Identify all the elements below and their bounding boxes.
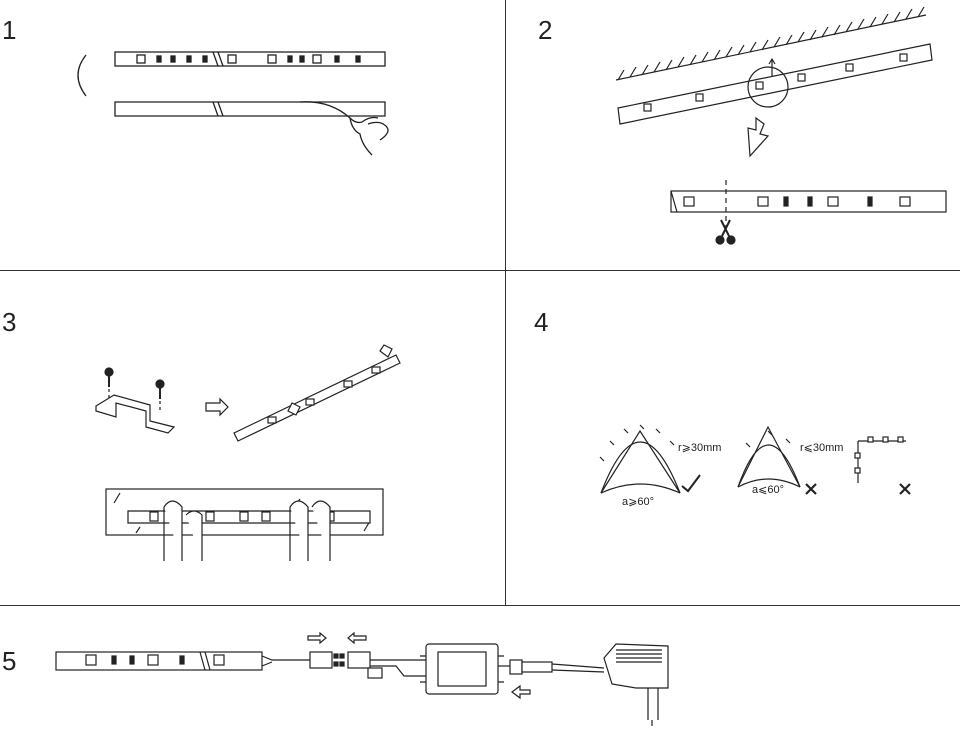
divider-vertical bbox=[505, 0, 506, 605]
divider-row-1 bbox=[0, 270, 960, 271]
step-number: 5 bbox=[2, 646, 17, 676]
connector-female bbox=[347, 651, 371, 669]
mounting-surface-hatch bbox=[615, 6, 927, 81]
scissors-icon bbox=[715, 219, 736, 245]
dc-jack bbox=[509, 659, 523, 675]
step-number: 4 bbox=[534, 307, 549, 337]
screw-icon bbox=[155, 379, 165, 399]
bend-bad-radius-label: r⩽30mm bbox=[800, 442, 843, 454]
led-strip bbox=[55, 651, 263, 671]
arrow-left-icon bbox=[511, 684, 531, 700]
step-2-panel: 2 bbox=[506, 0, 960, 270]
bend-right-angle bbox=[854, 436, 911, 495]
backing-tape bbox=[114, 101, 386, 124]
connector-male bbox=[309, 651, 333, 669]
wiring-illustration bbox=[55, 631, 669, 726]
bend-ok-radius-label: r⩾30mm bbox=[678, 442, 721, 454]
cut-strip-illustration bbox=[615, 6, 947, 245]
bend-bad-angle-label: a⩽60° bbox=[752, 484, 784, 496]
cut-mark-callout bbox=[747, 66, 789, 108]
hand-icon bbox=[349, 116, 389, 156]
divider-row-2 bbox=[0, 605, 960, 606]
step-number: 2 bbox=[538, 15, 553, 45]
led-strip-segment bbox=[670, 180, 947, 232]
led-strip bbox=[114, 51, 386, 67]
arrow-left-icon bbox=[347, 631, 367, 645]
power-adapter bbox=[603, 643, 669, 689]
mounting-illustration bbox=[95, 344, 401, 561]
step-4-panel: 4 bbox=[506, 271, 960, 605]
arrow-down-icon bbox=[747, 116, 770, 158]
mounting-clip bbox=[95, 394, 176, 434]
step-5-panel: 5 bbox=[0, 606, 960, 729]
step-number: 3 bbox=[2, 307, 17, 337]
bend-incorrect bbox=[737, 425, 817, 495]
bending-radius-illustration: r⩾30mm a⩾60° r⩽30mm a⩽60° bbox=[599, 424, 911, 508]
mounting-board bbox=[105, 488, 384, 536]
bracket-c-icon bbox=[77, 54, 87, 97]
step-1-panel: 1 bbox=[0, 0, 505, 270]
hand-icon bbox=[163, 500, 331, 561]
screw-icon bbox=[104, 367, 114, 387]
peel-tape-illustration bbox=[77, 51, 389, 156]
arrow-right-icon bbox=[205, 397, 229, 417]
step-3-panel: 3 bbox=[0, 271, 505, 605]
bend-correct bbox=[599, 424, 701, 494]
step-number: 1 bbox=[2, 15, 17, 45]
led-strip-clipped bbox=[233, 344, 401, 442]
led-strip-diagonal bbox=[617, 43, 933, 125]
arrow-right-icon bbox=[307, 631, 327, 645]
bend-ok-angle-label: a⩾60° bbox=[622, 496, 654, 508]
